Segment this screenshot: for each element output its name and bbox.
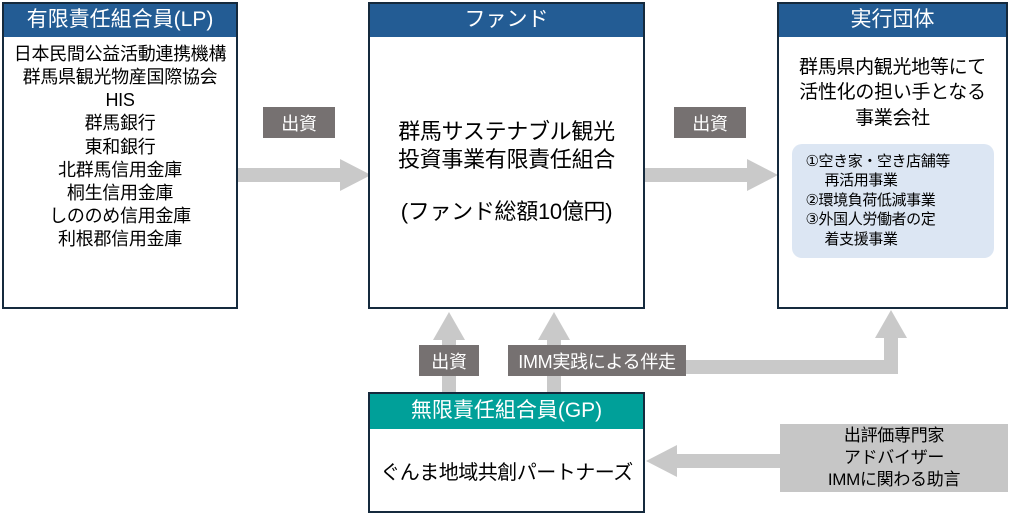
gp-panel: 無限責任組合員(GP) ぐんま地域共創パートナーズ [368,392,645,513]
exec-org-panel-body: 群馬県内観光地等にて 活性化の担い手となる 事業会社 ①空き家・空き店舗等 再活… [779,37,1006,307]
arrow-label-lp-to-fund: 出資 [263,107,335,138]
exec-description-line: 群馬県内観光地等にて [798,57,986,79]
fund-panel: ファンド 群馬サステナブル観光 投資事業有限責任組合 (ファンド総額10億円) [368,2,645,309]
list-item: 東和銀行 [84,136,156,157]
arrow-lp-to-fund [236,158,372,192]
list-item: ①空き家・空き店舗等 [805,152,951,170]
list-item: 再活用事業 [824,172,898,190]
exec-project-list: ①空き家・空き店舗等 再活用事業 ②環境負荷低減事業 ③外国人労働者の定 着支援… [791,143,994,259]
list-item: ③外国人労働者の定 [805,211,936,229]
list-item: 北群馬信用金庫 [58,159,182,180]
exec-org-panel-header: 実行団体 [779,4,1006,38]
list-item: 群馬銀行 [84,113,156,134]
gp-name: ぐんま地域共創パートナーズ [380,461,633,484]
list-item: しののめ信用金庫 [49,205,191,226]
advisor-panel: 出評価専門家 アドバイザー IMMに関わる助言 [780,424,1008,492]
arrow-label-gp-to-fund: 出資 [419,345,479,376]
arrow-label-imm-support: IMM実践による伴走 [508,345,686,376]
list-item: 桐生信用金庫 [66,182,174,203]
fund-total-amount: (ファンド総額10億円) [400,199,613,225]
gp-panel-header: 無限責任組合員(GP) [370,394,643,430]
gp-panel-body: ぐんま地域共創パートナーズ [370,429,643,511]
arrow-imm-to-exec-elbow [686,310,908,378]
lp-member-list: 日本民間公益活動連携機構 群馬県観光物産国際協会 HIS 群馬銀行 東和銀行 北… [4,37,236,307]
exec-description-line: 活性化の担い手となる [799,82,986,104]
lp-panel: 有限責任組合員(LP) 日本民間公益活動連携機構 群馬県観光物産国際協会 HIS… [2,2,238,309]
advisor-line: アドバイザー [843,448,945,468]
advisor-line: 出評価専門家 [843,426,945,446]
advisor-line: IMMに関わる助言 [827,469,961,489]
fund-panel-body: 群馬サステナブル観光 投資事業有限責任組合 (ファンド総額10億円) [370,37,643,307]
list-item: 利根郡信用金庫 [58,229,182,250]
exec-org-panel: 実行団体 群馬県内観光地等にて 活性化の担い手となる 事業会社 ①空き家・空き店… [777,2,1008,309]
list-item: HIS [105,90,135,111]
list-item: 日本民間公益活動連携機構 [13,44,227,65]
lp-panel-header: 有限責任組合員(LP) [4,4,236,38]
list-item: 着支援事業 [824,230,898,248]
arrow-label-fund-to-exec: 出資 [674,107,746,138]
fund-panel-header: ファンド [370,4,643,38]
fund-name-line: 群馬サステナブル観光 [398,118,615,144]
fund-name-line: 投資事業有限責任組合 [397,146,615,172]
exec-description-line: 事業会社 [855,107,930,129]
arrow-advisor-to-gp [645,444,782,478]
list-item: ②環境負荷低減事業 [805,191,936,209]
list-item: 群馬県観光物産国際協会 [22,67,218,88]
arrow-fund-to-exec [645,158,779,192]
